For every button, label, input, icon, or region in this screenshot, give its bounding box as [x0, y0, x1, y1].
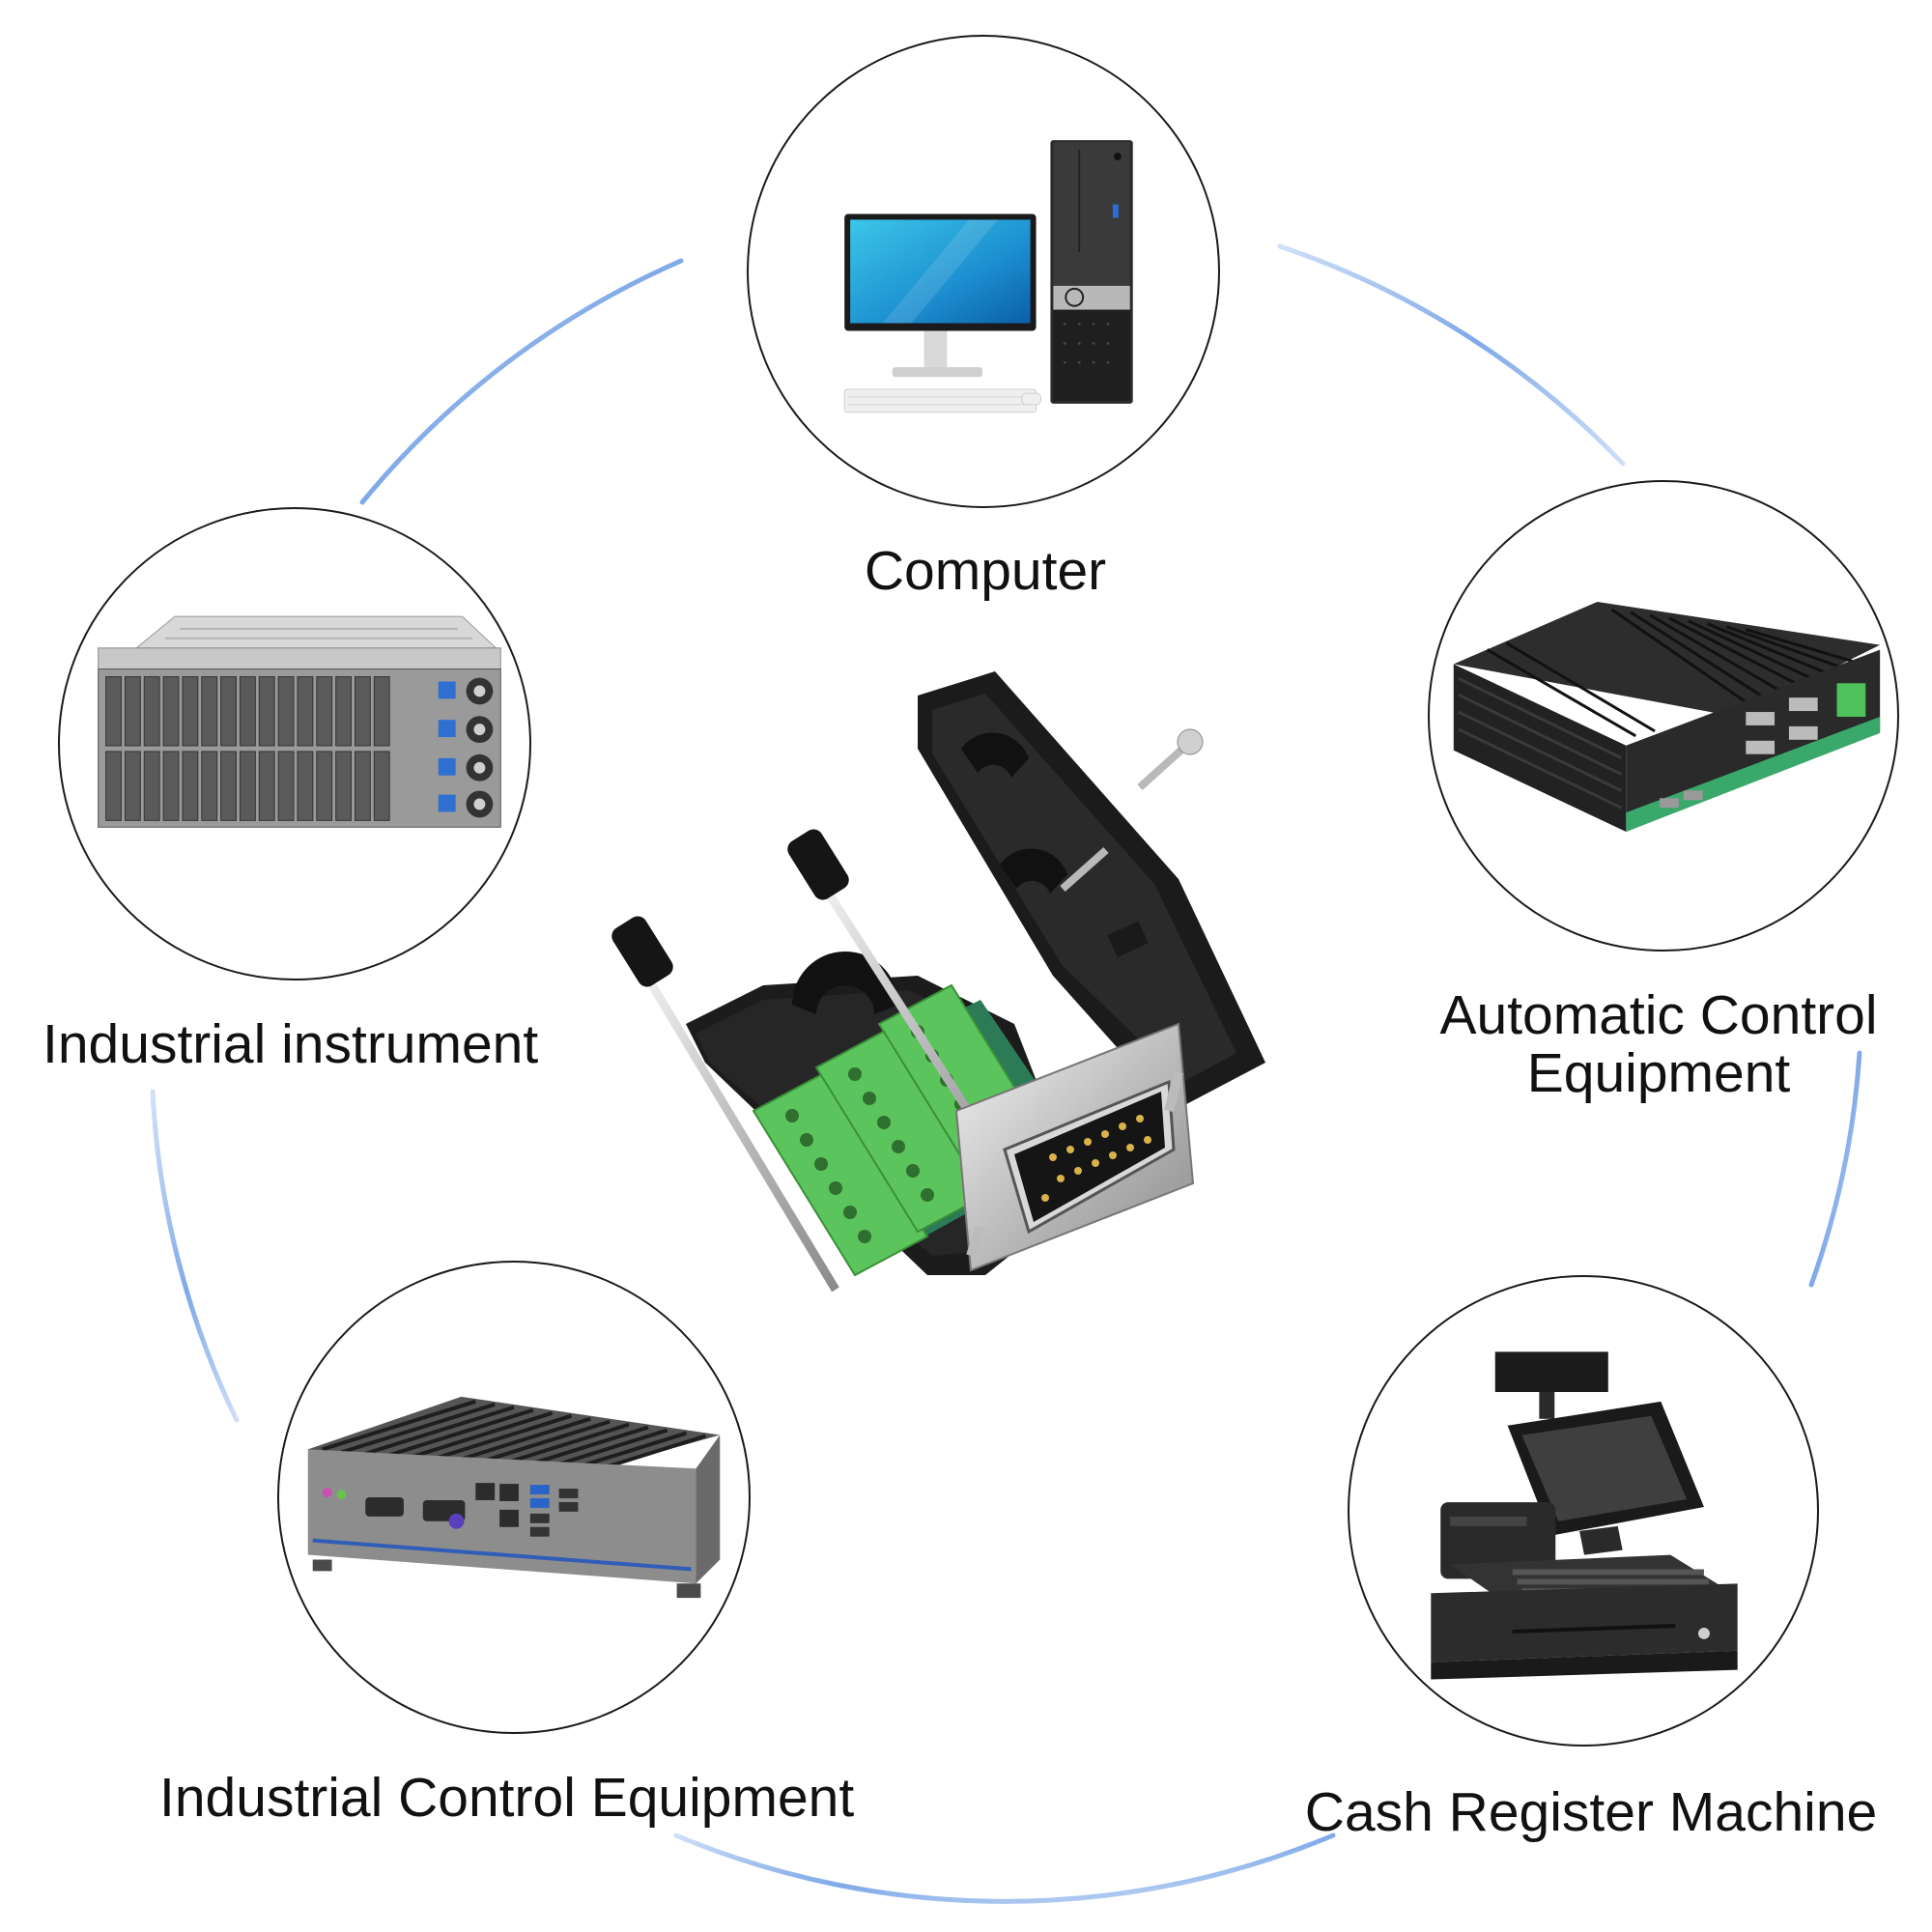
- industrial-instrument-circle: [58, 507, 531, 980]
- industrial-pc-icon: [307, 1396, 721, 1599]
- desktop-computer-icon: [843, 140, 1133, 413]
- computer-circle: [747, 35, 1220, 508]
- automatic-control-label-line1: Automatic Control: [1439, 984, 1878, 1046]
- automatic-control-label-line2: Equipment: [1526, 1042, 1791, 1104]
- industrial-control-circle: [277, 1261, 751, 1734]
- automatic-control-circle: [1428, 480, 1899, 952]
- fanless-box-pc-icon: [1453, 601, 1881, 833]
- industrial-instrument-label: Industrial instrument: [43, 1013, 539, 1075]
- industrial-control-label: Industrial Control Equipment: [159, 1767, 855, 1829]
- db25-terminal-breakout-connector-icon: [611, 671, 1265, 1293]
- computer-label: Computer: [864, 540, 1107, 602]
- cash-register-circle: [1348, 1275, 1819, 1747]
- rack-server-icon: [98, 615, 501, 828]
- cash-register-label: Cash Register Machine: [1304, 1781, 1878, 1843]
- pos-terminal-icon: [1431, 1351, 1738, 1680]
